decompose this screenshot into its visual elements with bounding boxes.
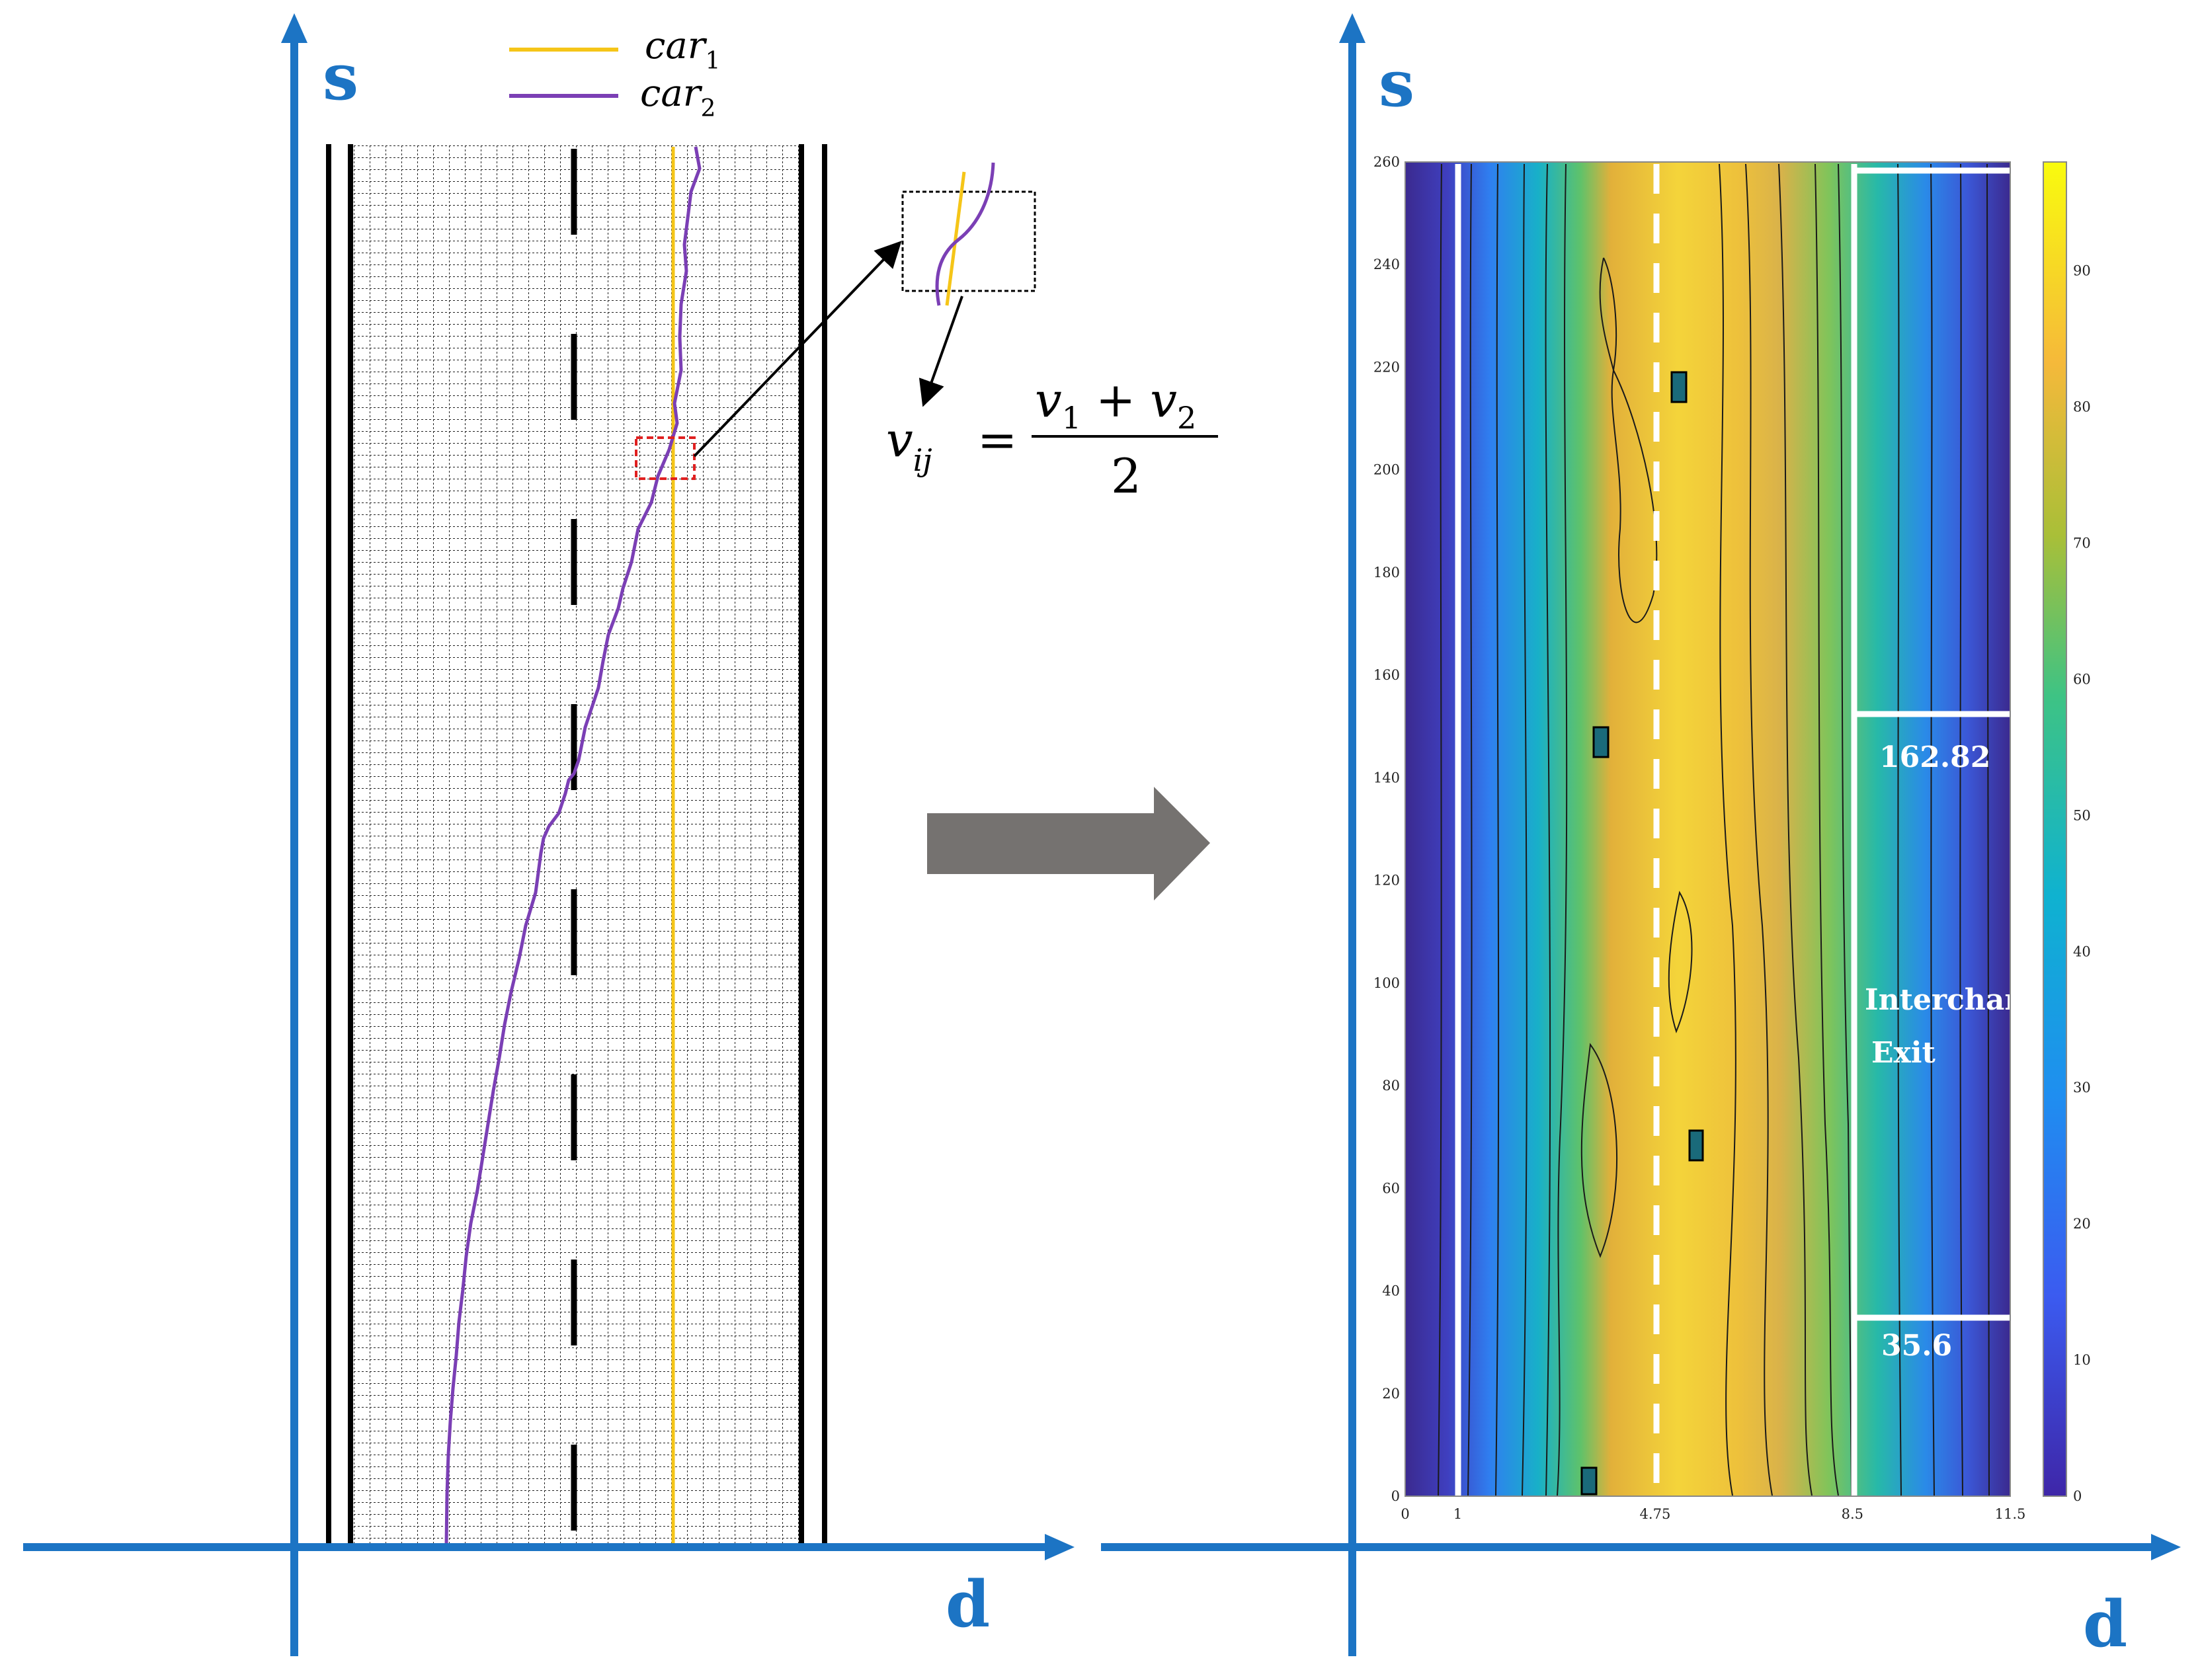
x-tick-4.75: 4.75 (1640, 1506, 1671, 1522)
colorbar-tick-70: 70 (2073, 536, 2091, 551)
svg-text:=: = (977, 412, 1017, 467)
y-tick-60: 60 (1382, 1180, 1400, 1196)
svg-text:vij: vij (886, 412, 932, 478)
colorbar-tick-50: 50 (2073, 807, 2091, 823)
inset-to-formula-arrow (918, 296, 963, 407)
exit-label-line2: Exit (1871, 1036, 1936, 1070)
legend: car1 car2 (509, 24, 720, 122)
y-tick-labels: 0 20 40 60 80 100 120 140 160 180 200 220 240 260 (1373, 154, 1400, 1504)
colorbar-tick-60: 60 (2073, 671, 2091, 687)
colorbar: 0 10 20 30 40 50 60 70 80 90 (2043, 161, 2091, 1504)
y-tick-20: 20 (1382, 1386, 1400, 1402)
exit-upper-value: 162.82 (1879, 740, 1990, 774)
colorbar-tick-labels: 0 10 20 30 40 50 60 70 80 90 (2073, 263, 2091, 1504)
legend-car1-label: car1 (645, 24, 720, 75)
exit-lower-value: 35.6 (1881, 1329, 1952, 1363)
svg-text:v1+v2: v1+v2 (1035, 372, 1196, 436)
left-road-diagram: car1 car2 vij = v1+v2 2 s d (23, 13, 1218, 1656)
x-tick-11.5: 11.5 (1995, 1506, 2026, 1522)
x-tick-0: 0 (1401, 1506, 1409, 1522)
transform-arrow (927, 787, 1210, 900)
y-tick-40: 40 (1382, 1283, 1400, 1299)
obstacle-1 (1670, 371, 1688, 403)
y-tick-260: 260 (1373, 154, 1400, 170)
x-tick-1: 1 (1453, 1506, 1462, 1522)
colorbar-tick-20: 20 (2073, 1216, 2091, 1232)
zoom-inset (901, 162, 1036, 306)
right-d-axis-arrowhead (2151, 1534, 2181, 1560)
colorbar-tick-30: 30 (2073, 1080, 2091, 1096)
colorbar-tick-0: 0 (2073, 1488, 2082, 1504)
plot-frame (1405, 161, 2011, 1497)
left-d-axis-label: d (946, 1567, 990, 1642)
legend-car2-label: car2 (640, 72, 715, 122)
colorbar-tick-10: 10 (2073, 1352, 2091, 1368)
car2-trajectory (444, 146, 702, 1546)
colorbar-tick-80: 80 (2073, 399, 2091, 415)
obstacle-3 (1688, 1129, 1704, 1162)
left-s-axis-label: s (323, 40, 358, 114)
y-tick-100: 100 (1373, 975, 1400, 991)
svg-text:2: 2 (1111, 448, 1141, 504)
y-tick-220: 220 (1373, 359, 1400, 375)
zoom-pointer-arrow (693, 241, 902, 458)
y-tick-180: 180 (1373, 565, 1400, 580)
y-tick-140: 140 (1373, 770, 1400, 785)
speed-contour-plot: 162.82 Interchange Exit 35.6 02040608010… (1373, 154, 2064, 1522)
colorbar-tick-90: 90 (2073, 263, 2091, 279)
exit-label-line1: Interchange (1865, 983, 2064, 1017)
right-d-axis-label: d (2083, 1587, 2127, 1661)
x-tick-8.5: 8.5 (1842, 1506, 1863, 1522)
colorbar-tick-40: 40 (2073, 943, 2091, 959)
y-tick-200: 200 (1373, 462, 1400, 478)
left-d-axis-arrowhead (1045, 1534, 1075, 1560)
contour-field (1405, 162, 2010, 1496)
y-tick-80: 80 (1382, 1078, 1400, 1094)
y-tick-160: 160 (1373, 667, 1400, 683)
sample-cell-highlight (635, 436, 696, 480)
obstacle-4 (1580, 1466, 1598, 1496)
y-tick-240: 240 (1373, 257, 1400, 272)
right-s-axis-arrowhead (1339, 13, 1366, 43)
obstacle-2 (1592, 726, 1610, 758)
left-s-axis-arrowhead (281, 13, 307, 43)
right-s-axis-label: s (1379, 46, 1414, 121)
y-tick-0: 0 (1391, 1488, 1400, 1504)
y-tick-120: 120 (1373, 873, 1400, 889)
colorbar-gradient (2043, 161, 2067, 1497)
contour-lines (1438, 163, 1990, 1496)
x-tick-labels: 0 1 4.75 8.5 11.5 (1401, 1506, 2025, 1522)
average-speed-formula: vij = v1+v2 2 (886, 372, 1218, 504)
